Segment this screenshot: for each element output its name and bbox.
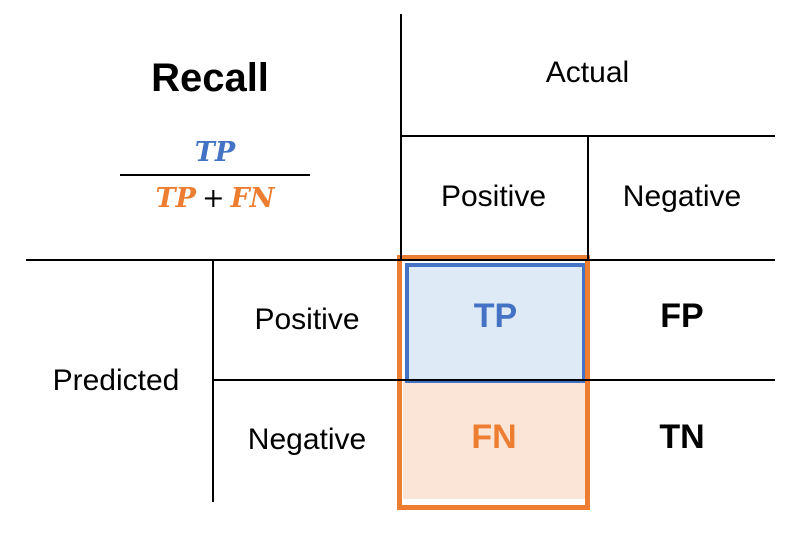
formula-plus-sign: + xyxy=(201,183,225,214)
actual-negative-label: Negative xyxy=(622,180,742,213)
cell-tp: TP xyxy=(473,297,518,335)
predicted-negative-label: Negative xyxy=(247,423,367,456)
tp-cell-highlight xyxy=(405,263,586,383)
fn-cell-highlight xyxy=(403,381,585,499)
cell-fn: FN xyxy=(471,418,517,456)
divider-main-vertical xyxy=(400,14,402,260)
divider-predicted-rows xyxy=(212,379,775,381)
formula-denominator-tp: TP xyxy=(155,183,196,214)
divider-header-body xyxy=(26,259,775,261)
formula-denominator: TP+FN xyxy=(120,182,310,216)
predicted-axis-label: Predicted xyxy=(52,364,180,397)
actual-positive-label: Positive xyxy=(440,180,547,213)
page-title: Recall xyxy=(151,56,269,100)
cell-fp: FP xyxy=(660,297,704,335)
recall-formula: TP TP+FN xyxy=(120,136,310,216)
formula-denominator-fn: FN xyxy=(230,183,275,214)
formula-numerator: TP xyxy=(194,137,236,168)
recall-column-outline xyxy=(397,255,590,510)
formula-fraction-bar xyxy=(120,174,310,176)
actual-axis-label: Actual xyxy=(545,56,630,89)
cell-tn: TN xyxy=(659,418,705,456)
predicted-positive-label: Positive xyxy=(254,303,360,336)
divider-actual-columns xyxy=(587,135,589,260)
